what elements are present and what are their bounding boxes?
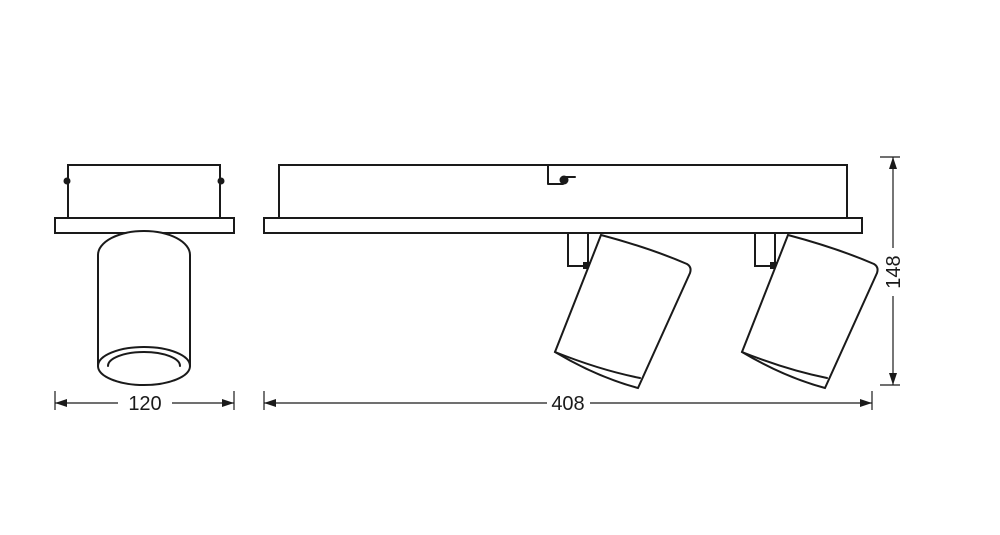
side-view-screw-left: [63, 177, 71, 185]
dimension-148-label: 148: [883, 255, 905, 288]
dimension-120: 120: [54, 391, 235, 415]
front-view-clip-screw: [559, 175, 569, 185]
side-view-spot-rim-inner: [107, 351, 181, 367]
dimension-148-arrow-top: [889, 157, 897, 169]
spot-2-head-edge: [741, 351, 828, 379]
dimension-408-label: 408: [551, 393, 584, 415]
side-view-spot-body: [97, 230, 191, 386]
dimension-120-arrow-left: [55, 399, 67, 407]
dimension-408-arrow-right: [860, 399, 872, 407]
dimension-148: 148: [880, 156, 905, 386]
front-view-mounting-plate: [263, 217, 863, 234]
dimension-120-arrow-right: [222, 399, 234, 407]
side-view-screw-right: [217, 177, 225, 185]
front-view-canopy: [278, 164, 848, 219]
side-view: [54, 164, 235, 386]
front-view: [263, 164, 879, 390]
spot-1-head: [553, 233, 692, 390]
spot-1-stem-nut: [583, 262, 592, 269]
dimension-148-arrow-bottom: [889, 373, 897, 385]
spot-1-head-edge: [554, 351, 641, 379]
dimension-120-label: 120: [128, 393, 161, 415]
dimension-408-arrow-left: [264, 399, 276, 407]
spot-2-head: [740, 233, 879, 390]
spot-2-stem: [754, 232, 776, 267]
dimension-408: 408: [263, 391, 873, 415]
spot-1-stem: [567, 232, 589, 267]
spot-2-stem-nut: [770, 262, 779, 269]
side-view-spot-rim: [97, 346, 191, 367]
side-view-canopy: [67, 164, 221, 219]
